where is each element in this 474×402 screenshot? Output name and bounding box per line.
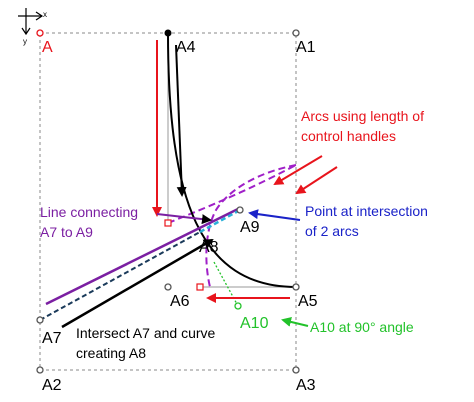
label-a2: A2: [42, 377, 62, 394]
line-a7-a8: [39, 231, 201, 321]
point-a1-marker: [292, 29, 300, 37]
label-a8: A8: [199, 239, 219, 256]
handle-square-a5: [196, 283, 204, 291]
arrow-red-arcs-1: [273, 155, 323, 186]
annotation-point-intersection: Point at intersection of 2 arcs: [305, 203, 432, 239]
label-a5: A5: [298, 293, 318, 310]
arrow-purple: [156, 213, 212, 225]
axis-glyph-icon: x y: [18, 8, 47, 46]
arrow-green: [281, 317, 309, 327]
label-a: A: [42, 39, 53, 56]
axis-x-label: x: [43, 10, 47, 19]
label-a3: A3: [296, 377, 316, 394]
handle-square-a4: [164, 219, 172, 227]
line-a7-a9: [45, 206, 241, 306]
point-a5-marker: [292, 283, 300, 291]
label-a4: A4: [176, 39, 196, 56]
annotation-a10-angle: A10 at 90° angle: [310, 319, 414, 335]
axis-y-label: y: [23, 37, 27, 46]
point-a7-marker: [36, 316, 44, 324]
line-a8-a9-cyan: [199, 208, 241, 234]
point-a-marker: [36, 29, 44, 37]
point-a4-marker: [164, 29, 172, 37]
label-a6: A6: [170, 293, 190, 310]
annotation-intersect: Intersect A7 and curve creating A8: [76, 325, 219, 361]
arc-from-a4: [167, 164, 297, 224]
arrow-intersect: [61, 238, 214, 329]
label-a1: A1: [296, 39, 316, 56]
label-a10: A10: [240, 315, 269, 332]
point-a3-marker: [292, 366, 300, 374]
annotation-line-connecting: Line connecting A7 to A9: [40, 204, 142, 240]
arrow-red-arcs-2: [295, 166, 338, 195]
point-a10-marker: [234, 302, 242, 310]
label-a9: A9: [240, 219, 260, 236]
point-a2-marker: [36, 366, 44, 374]
arrow-curve-down: [175, 44, 187, 197]
point-a6-marker: [164, 283, 172, 291]
label-a7: A7: [42, 330, 62, 347]
perpendicular-a10: [213, 261, 239, 307]
arc-from-a5: [205, 164, 297, 288]
arrow-blue: [248, 209, 301, 221]
point-a9-marker: [236, 206, 244, 214]
bezier-curve: [167, 32, 297, 288]
annotation-arcs: Arcs using length of control handles: [301, 108, 428, 144]
